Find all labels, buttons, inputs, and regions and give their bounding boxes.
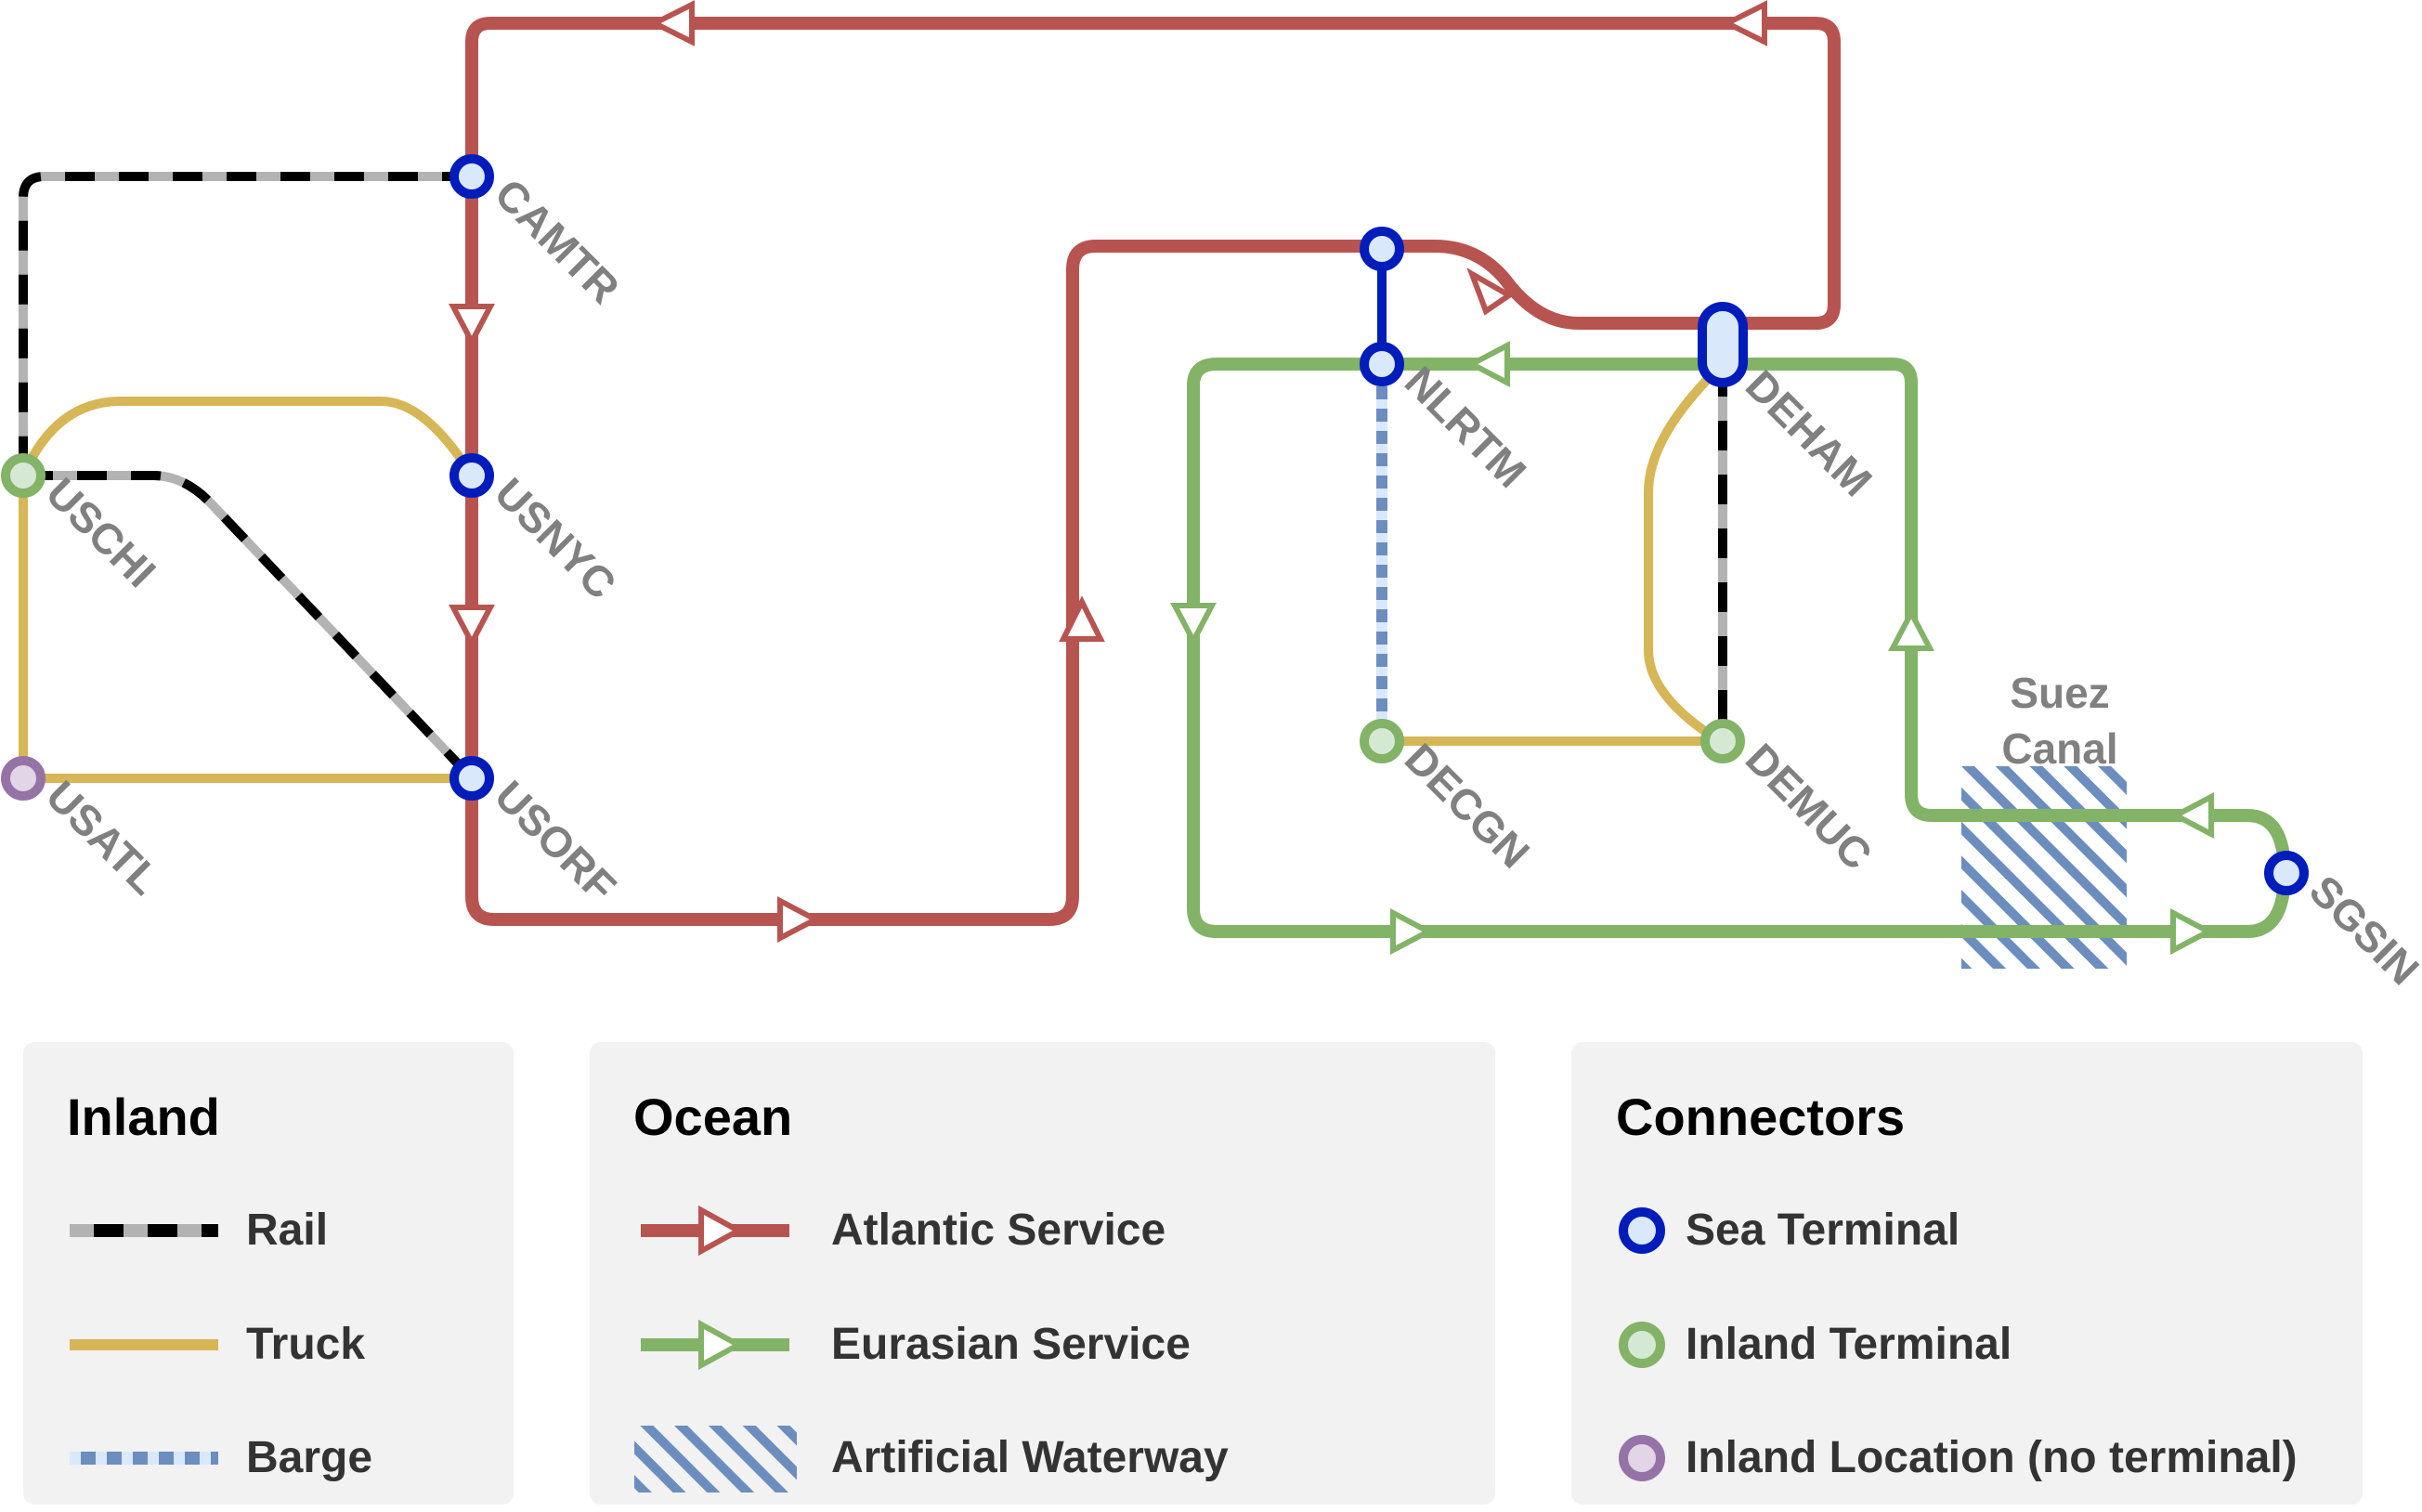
legend-inland-terminal-icon	[1619, 1322, 1665, 1368]
rail-routes	[19, 172, 1727, 782]
legend-waterway-label: Artificial Waterway	[831, 1433, 1229, 1482]
arrow-down-icon	[449, 304, 495, 348]
label-decgn: DECGN	[1396, 734, 1539, 877]
node-usatl[interactable]	[1, 756, 46, 801]
node-sgsin[interactable]	[2264, 851, 2309, 895]
suez-label-line2: Canal	[2001, 724, 2117, 773]
arrow-left-icon	[2169, 792, 2214, 839]
label-usatl: USATL	[37, 771, 170, 904]
legend-inland-terminal-label: Inland Terminal	[1686, 1320, 2012, 1369]
label-camtr: CAMTR	[486, 169, 629, 312]
legend-connectors-box	[1571, 1042, 2363, 1505]
legend-ocean-box	[590, 1042, 1495, 1505]
node-deham[interactable]	[1698, 302, 1748, 387]
legend-inland-title: Inland	[67, 1088, 220, 1146]
legend-truck-label: Truck	[246, 1320, 365, 1369]
legend-inland-location-icon	[1619, 1435, 1665, 1481]
arrow-up-icon	[1888, 606, 1934, 651]
legend-sea-terminal-icon	[1619, 1207, 1665, 1254]
arrow-down-icon	[449, 605, 495, 649]
legend-ocean-title: Ocean	[633, 1088, 792, 1146]
label-usorf: USORF	[486, 771, 626, 911]
arrow-right-icon	[2170, 908, 2215, 955]
arrow-down-icon	[1170, 603, 1217, 647]
node-decgn[interactable]	[1360, 719, 1404, 763]
atlantic-service-route	[465, 17, 1841, 926]
label-deham: DEHAM	[1737, 360, 1882, 505]
legend-rail-label: Rail	[246, 1206, 328, 1255]
legend-ocean: Ocean Atlantic Service Eurasian Service …	[590, 1042, 1495, 1505]
arrow-up-icon	[1059, 595, 1105, 642]
node-nlrtm-upper[interactable]	[1360, 227, 1404, 271]
terminals	[1, 154, 2309, 895]
node-camtr[interactable]	[449, 154, 494, 199]
arrow-right-icon	[1466, 267, 1515, 316]
label-uschi: USCHI	[37, 468, 165, 596]
legend-inland: Inland Rail Truck Barge	[23, 1042, 514, 1505]
arrow-left-icon	[1465, 341, 1510, 387]
node-uschi[interactable]	[1, 453, 46, 498]
direction-arrows	[449, 0, 2215, 955]
node-usnyc[interactable]	[449, 453, 494, 498]
suez-canal-area	[1961, 766, 2127, 969]
node-nlrtm[interactable]	[1360, 342, 1404, 386]
suez-label-line1: Suez	[2010, 669, 2109, 717]
legend-waterway-swatch	[634, 1426, 797, 1492]
legend-connectors-title: Connectors	[1616, 1088, 1905, 1146]
legend-eurasian-arrow-icon	[698, 1319, 745, 1371]
arrow-left-icon	[648, 0, 695, 46]
arrow-right-icon	[1390, 908, 1435, 955]
legend-eurasian-label: Eurasian Service	[831, 1320, 1191, 1369]
label-demuc: DEMUC	[1737, 734, 1882, 879]
legend-atlantic-label: Atlantic Service	[831, 1206, 1165, 1255]
legend-sea-terminal-label: Sea Terminal	[1686, 1206, 1960, 1255]
legend-inland-location-label: Inland Location (no terminal)	[1686, 1433, 2298, 1482]
node-usorf[interactable]	[449, 756, 494, 801]
legend-connectors: Connectors Sea Terminal Inland Terminal …	[1571, 1042, 2363, 1505]
arrow-left-icon	[1721, 0, 1767, 46]
legend-barge-label: Barge	[246, 1433, 372, 1482]
legend-atlantic-arrow-icon	[698, 1205, 745, 1257]
label-nlrtm: NLRTM	[1396, 357, 1536, 497]
node-demuc[interactable]	[1700, 719, 1745, 763]
legend-inland-box	[23, 1042, 514, 1505]
label-usnyc: USNYC	[486, 468, 626, 608]
label-sgsin: SGSIN	[2300, 866, 2422, 994]
arrow-right-icon	[777, 896, 822, 943]
